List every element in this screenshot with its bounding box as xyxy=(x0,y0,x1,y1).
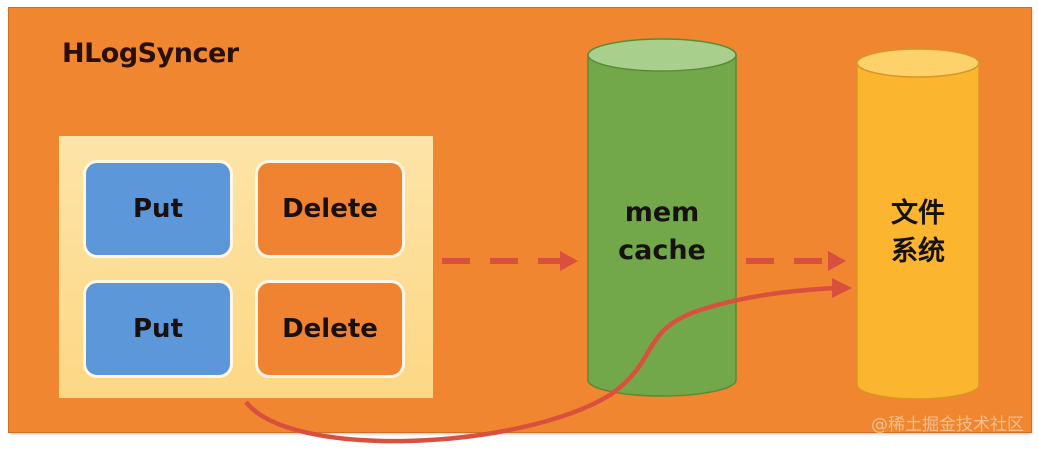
put-operation-2: Put xyxy=(83,280,233,378)
watermark: @稀土掘金技术社区 xyxy=(871,415,1024,435)
put-operation-1: Put xyxy=(83,160,233,258)
dashed-arrow-to-memcache xyxy=(442,251,578,271)
filesystem-label-line1: 文件 xyxy=(891,198,945,229)
memcache-label-line2: cache xyxy=(618,235,706,266)
operations-group: Put Delete Put Delete xyxy=(59,136,433,398)
curved-arrow-to-filesystem xyxy=(244,278,852,444)
delete-operation-2: Delete xyxy=(255,280,405,378)
diagram-title: HLogSyncer xyxy=(62,38,239,69)
filesystem-cylinder xyxy=(856,48,980,400)
dashed-arrow-to-filesystem xyxy=(746,251,846,271)
filesystem-label-line2: 系统 xyxy=(891,236,945,267)
memcache-label: mem cache xyxy=(588,194,736,270)
memcache-label-line1: mem xyxy=(624,197,700,228)
delete-operation-1: Delete xyxy=(255,160,405,258)
filesystem-label: 文件 系统 xyxy=(857,195,979,271)
